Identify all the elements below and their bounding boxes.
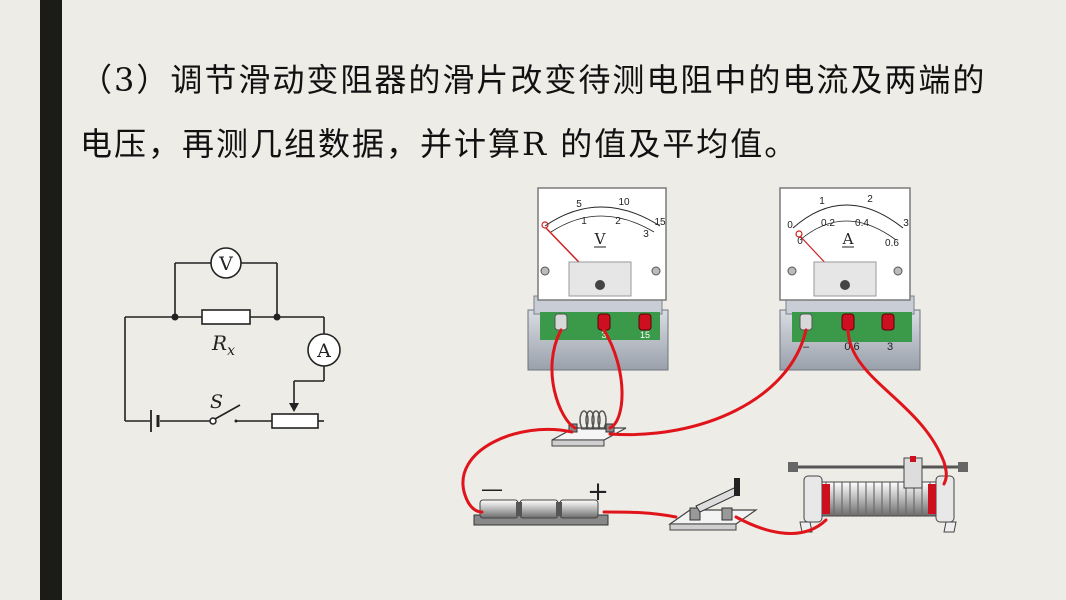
battery-neg-label: — — [481, 477, 503, 502]
paragraph-line-1: （3）调节滑动变阻器的滑片改变待测电阻中的电流及两端的 — [80, 61, 987, 99]
voltmeter-symbol: V — [210, 247, 242, 279]
ammeter-terminal-neg[interactable] — [799, 313, 813, 331]
ammeter-scale-0-6: 0.6 — [885, 238, 899, 249]
switch-label: S — [210, 391, 223, 413]
junction-dot-right — [273, 313, 281, 321]
side-accent-bar — [40, 0, 62, 600]
ammeter-scale-1: 1 — [819, 196, 825, 207]
paragraph-line-2: 电压，再测几组数据，并计算R 的值及平均值。 — [80, 125, 799, 163]
ammeter-terminal-0-6[interactable] — [841, 313, 855, 331]
voltmeter-scale-2: 2 — [615, 216, 621, 227]
voltmeter-terminal-label-15: 15 — [640, 330, 650, 340]
voltmeter-scale-1: 1 — [581, 216, 587, 227]
rheostat-symbol — [271, 413, 319, 429]
circuit-wires — [461, 328, 948, 535]
ammeter-dial-symbol: A — [842, 230, 854, 248]
voltmeter-dial-symbol: V — [594, 230, 607, 248]
rheostat-slider[interactable] — [903, 457, 923, 489]
voltmeter-scale-15: 15 — [654, 217, 666, 228]
wire-switch-to-rheostat — [734, 515, 828, 535]
wire-resistor-to-ammeter — [608, 328, 808, 437]
ammeter-terminal-label-3: 3 — [887, 341, 893, 353]
wire-battery-to-switch — [602, 510, 678, 519]
knife-switch-device — [668, 478, 758, 531]
circuit-schematic — [124, 262, 325, 422]
voltmeter-terminal-label-3: 3 — [601, 330, 606, 340]
slide-paragraph: （3）调节滑动变阻器的滑片改变待测电阻中的电流及两端的 电压，再测几组数据，并计… — [80, 48, 1050, 176]
battery-device: — + — [473, 477, 609, 526]
ammeter-scale-0-4: 0.4 — [855, 218, 869, 229]
wire-voltmeter-neg-to-resistor — [550, 328, 577, 430]
voltmeter-terminal-3[interactable] — [597, 313, 611, 331]
wire-resistor-to-battery — [461, 427, 574, 514]
resistor-rx-symbol — [201, 309, 251, 325]
junction-dot-left — [171, 313, 179, 321]
ammeter-scale-2: 2 — [867, 194, 873, 205]
voltmeter-terminal-neg[interactable] — [554, 313, 568, 331]
ammeter-scale-0: 0 — [787, 220, 793, 231]
ammeter-symbol-label: A — [316, 340, 331, 362]
wire-ammeter-to-rheostat — [846, 328, 948, 486]
ammeter-terminal-label-neg: – — [803, 341, 810, 353]
voltmeter-device: 5 10 15 1 2 3 V 3 15 — [527, 187, 669, 371]
ammeter-scale-3: 3 — [903, 218, 909, 229]
voltmeter-terminal-15[interactable] — [638, 313, 652, 331]
ammeter-scale-0-inner: 0 — [797, 236, 803, 247]
switch-symbol — [209, 404, 241, 425]
rheostat-slider-arrow — [289, 403, 299, 412]
voltmeter-scale-10: 10 — [618, 197, 630, 208]
ammeter-symbol: A — [307, 333, 341, 367]
ammeter-scale-0-2: 0.2 — [821, 218, 835, 229]
rheostat-device — [788, 456, 968, 533]
battery-pos-label: + — [587, 477, 609, 507]
resistor-label: Rx — [211, 331, 235, 359]
ammeter-terminal-3[interactable] — [881, 313, 895, 331]
voltmeter-scale-5: 5 — [576, 199, 582, 210]
voltmeter-scale-3: 3 — [643, 229, 649, 240]
wire-voltmeter-3-to-resistor — [602, 328, 624, 430]
voltmeter-symbol-label: V — [218, 253, 233, 275]
